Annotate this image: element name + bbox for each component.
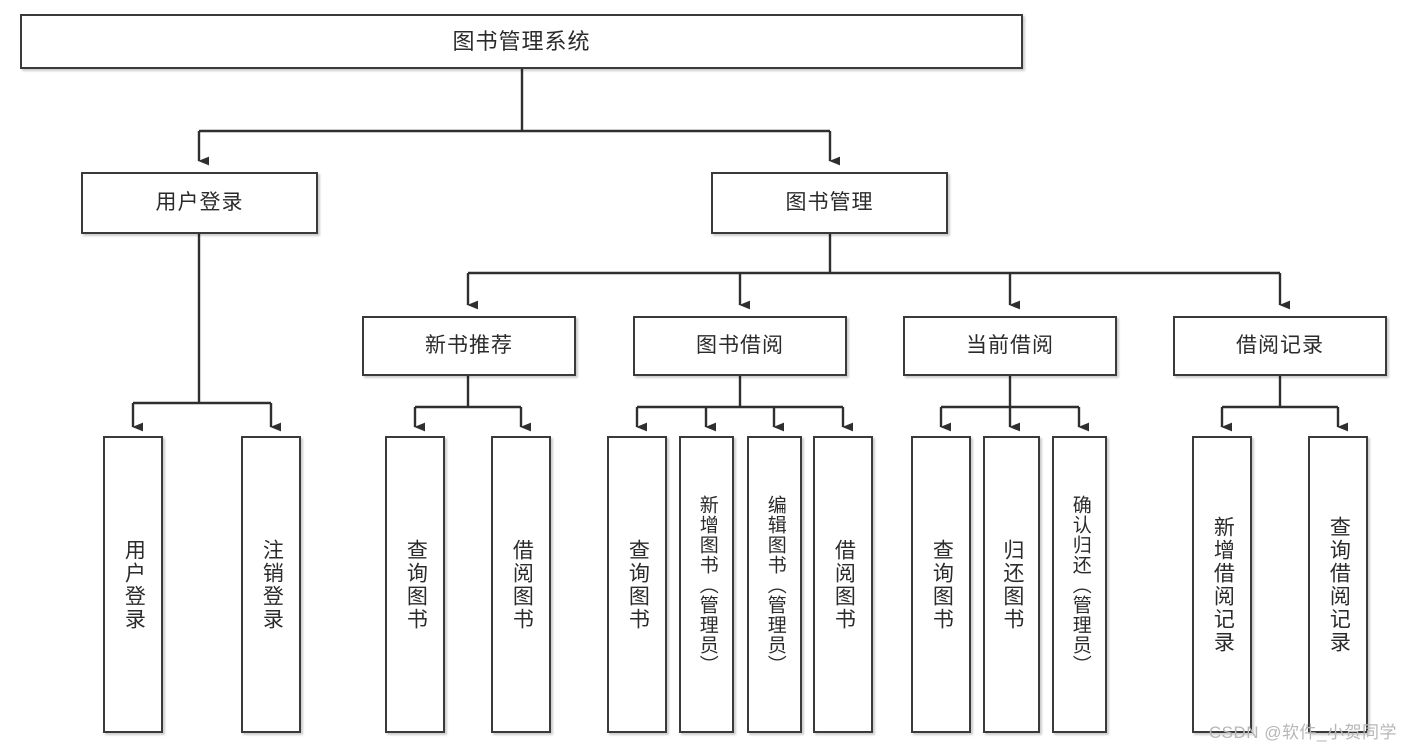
node-label: 新增借阅记录 — [1211, 515, 1235, 654]
node-leaf-return-book[interactable]: 归还图书 — [983, 436, 1040, 733]
node-label: 图书借阅 — [696, 333, 784, 357]
node-book-borrow[interactable]: 图书借阅 — [633, 316, 847, 376]
node-label: 借阅图书 — [832, 538, 856, 631]
node-new-book-recommend[interactable]: 新书推荐 — [362, 316, 576, 376]
node-label: 查询借阅记录 — [1327, 515, 1351, 654]
node-label: 新书推荐 — [425, 333, 513, 357]
node-borrow-record[interactable]: 借阅记录 — [1173, 316, 1387, 376]
node-leaf-query-book-1[interactable]: 查询图书 — [385, 436, 445, 733]
node-leaf-user-login[interactable]: 用户登录 — [103, 436, 163, 733]
node-label: 查询图书 — [404, 538, 428, 631]
node-leaf-add-book[interactable]: 新增图书（管理员） — [679, 436, 734, 733]
node-label: 用户登录 — [155, 190, 244, 214]
node-label: 注销登录 — [260, 538, 284, 631]
node-leaf-logout-login[interactable]: 注销登录 — [241, 436, 301, 733]
node-label: 编辑图书（管理员） — [764, 494, 786, 675]
node-label: 查询图书 — [626, 538, 650, 631]
node-current-borrow[interactable]: 当前借阅 — [903, 316, 1117, 376]
node-book-management[interactable]: 图书管理 — [711, 172, 948, 234]
node-leaf-confirm-return[interactable]: 确认归还（管理员） — [1052, 436, 1107, 733]
node-leaf-query-book-2[interactable]: 查询图书 — [607, 436, 667, 733]
node-leaf-query-book-3[interactable]: 查询图书 — [911, 436, 971, 733]
node-label: 当前借阅 — [966, 333, 1054, 357]
node-label: 归还图书 — [1000, 538, 1024, 631]
node-label: 借阅记录 — [1236, 333, 1324, 357]
node-leaf-borrow-book-2[interactable]: 借阅图书 — [813, 436, 873, 733]
node-leaf-query-record[interactable]: 查询借阅记录 — [1308, 436, 1368, 733]
node-book-management-system[interactable]: 图书管理系统 — [20, 14, 1023, 69]
node-leaf-add-record[interactable]: 新增借阅记录 — [1192, 436, 1252, 733]
node-label: 图书管理系统 — [452, 28, 591, 54]
node-leaf-borrow-book-1[interactable]: 借阅图书 — [491, 436, 551, 733]
node-label: 用户登录 — [122, 538, 146, 631]
node-label: 确认归还（管理员） — [1069, 494, 1091, 675]
node-label: 借阅图书 — [510, 538, 534, 631]
node-leaf-edit-book[interactable]: 编辑图书（管理员） — [747, 436, 802, 733]
node-label: 查询图书 — [930, 538, 954, 631]
node-user-login[interactable]: 用户登录 — [81, 172, 318, 234]
node-label: 新增图书（管理员） — [696, 494, 718, 675]
node-label: 图书管理 — [785, 190, 874, 214]
